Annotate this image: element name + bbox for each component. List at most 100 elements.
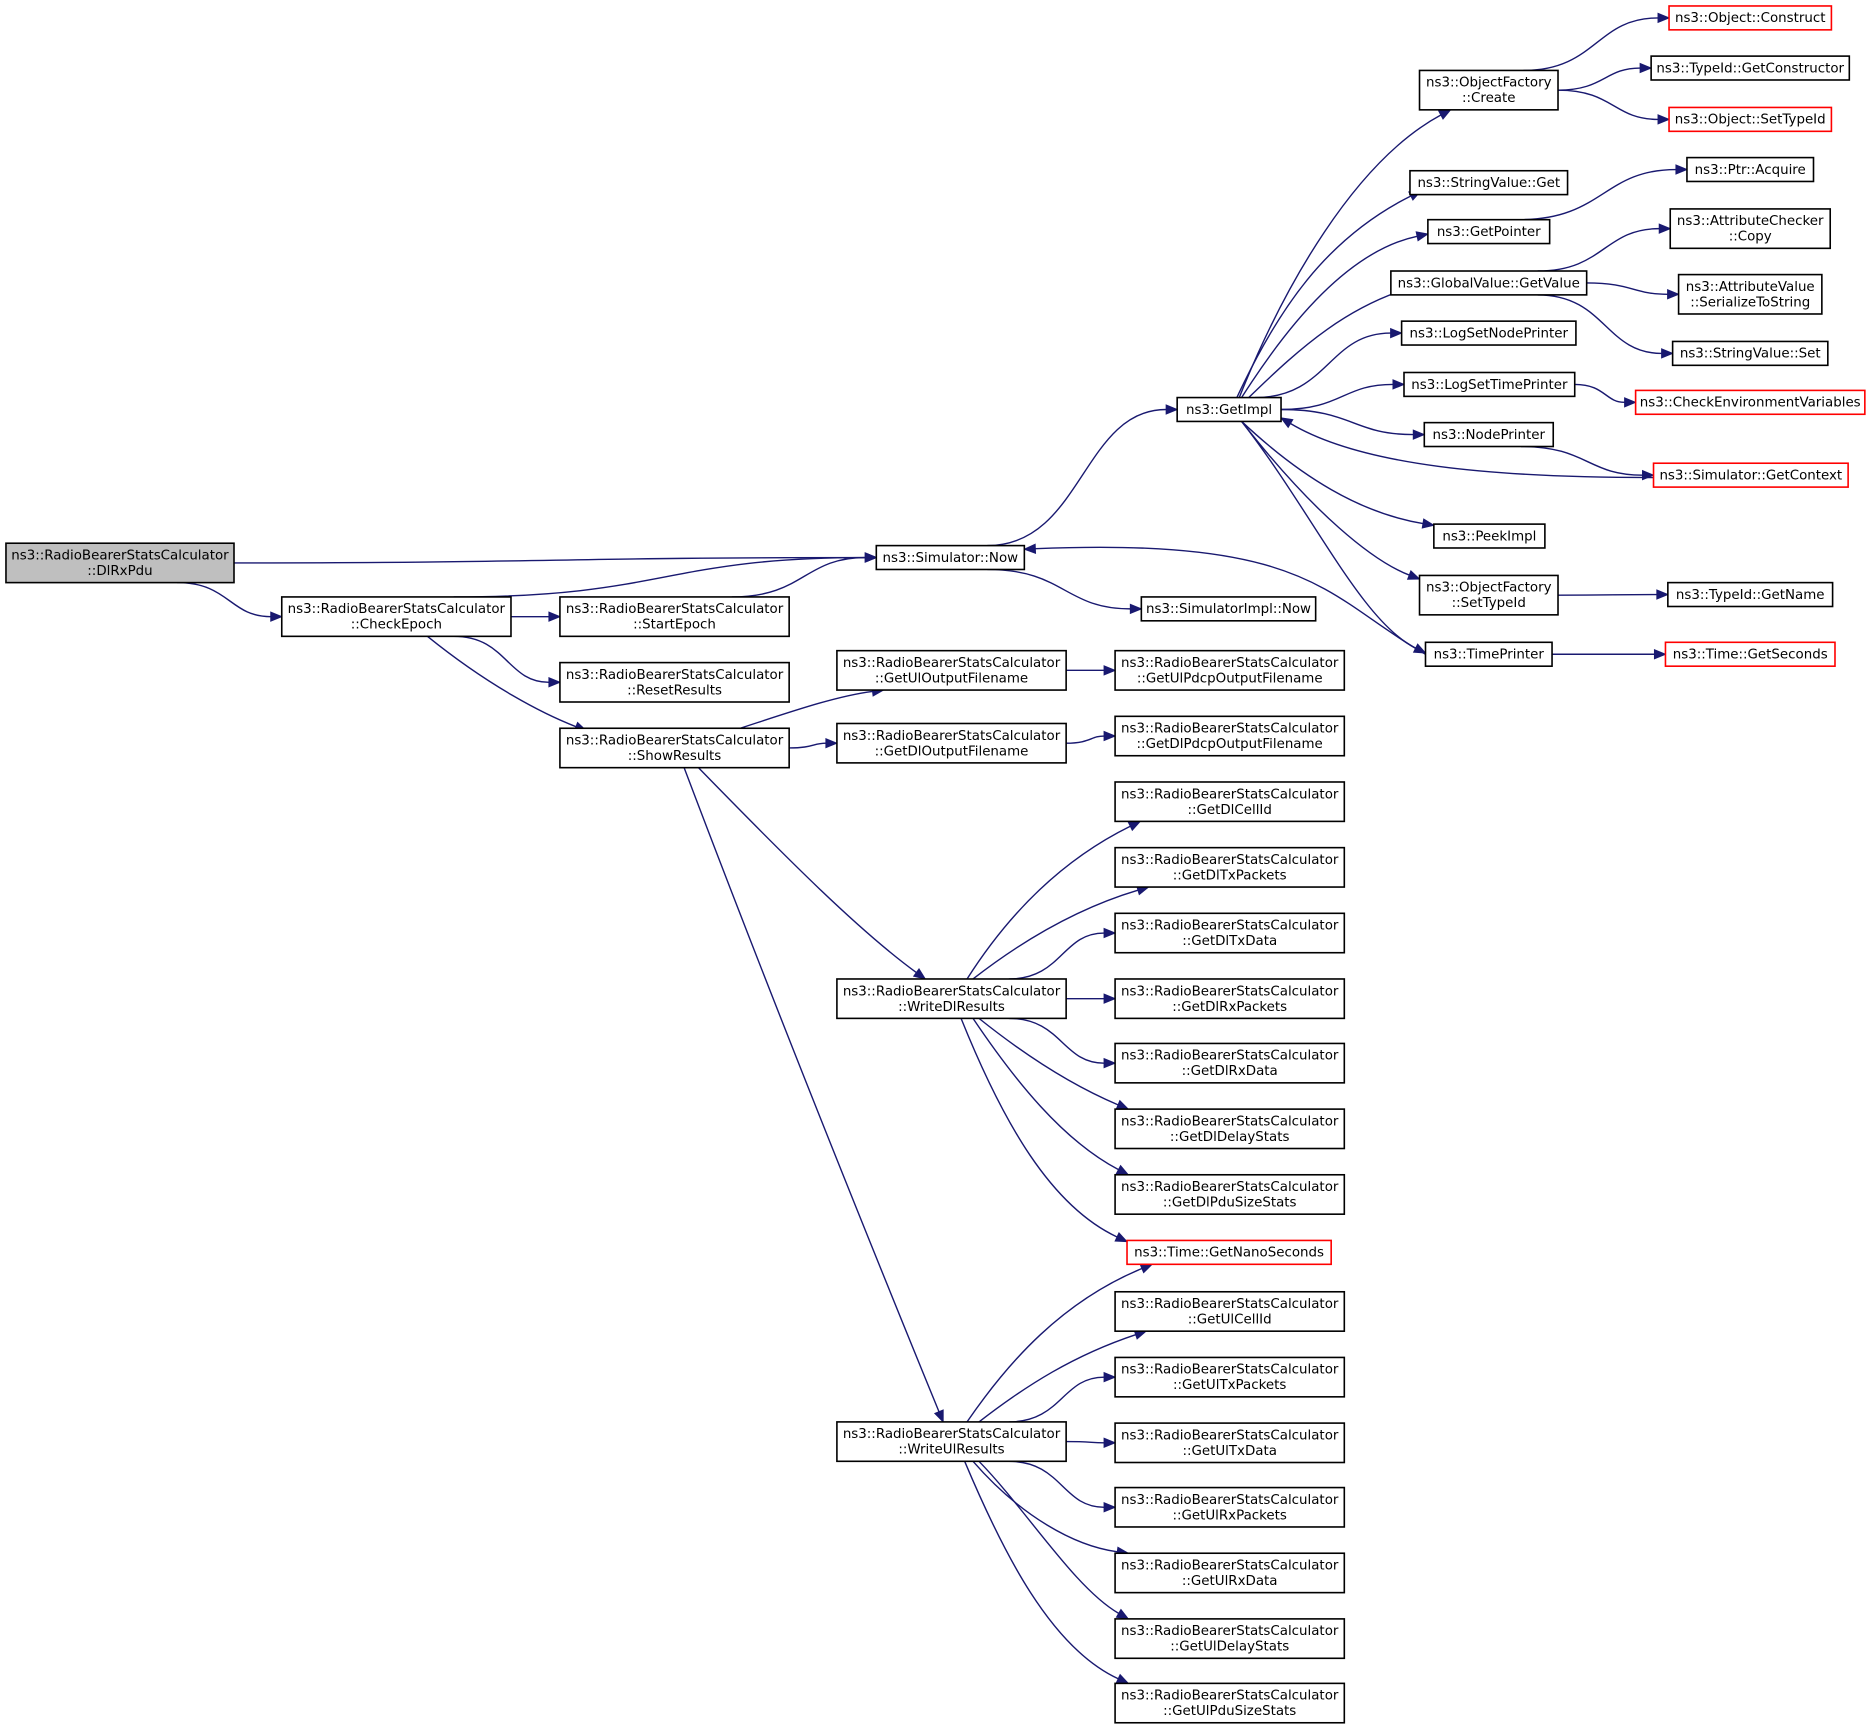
node-getdlpdcpoutputfilename[interactable]: ns3::RadioBearerStatsCalculator::GetDlPd…: [1114, 715, 1346, 757]
node-label-getdlpdcpoutputfilename-1: ::GetDlPdcpOutputFilename: [1137, 737, 1323, 752]
node-checkepoch[interactable]: ns3::RadioBearerStatsCalculator::CheckEp…: [280, 596, 512, 638]
call-edge-showresults-to-getdloutputfilename: [789, 742, 826, 749]
node-box-startepoch: [559, 596, 790, 638]
node-getdlrxdata[interactable]: ns3::RadioBearerStatsCalculator::GetDlRx…: [1114, 1042, 1346, 1084]
node-peekimpl[interactable]: ns3::PeekImpl: [1433, 523, 1546, 549]
node-writeulresults[interactable]: ns3::RadioBearerStatsCalculator::WriteUl…: [836, 1421, 1067, 1463]
node-getulpdusizestats[interactable]: ns3::RadioBearerStatsCalculator::GetUlPd…: [1114, 1682, 1346, 1724]
call-edge-writeulresults-to-getultxpackets: [1008, 1376, 1105, 1423]
node-getuloutputfilename[interactable]: ns3::RadioBearerStatsCalculator::GetUlOu…: [836, 649, 1067, 691]
node-box-timeprinter: [1424, 641, 1553, 667]
arrowhead-of_create-to-obj_settypeid: [1657, 114, 1671, 125]
node-label-writedlresults-1: ::WriteDlResults: [898, 1000, 1005, 1015]
node-label-getuldelaystats-1: ::GetUlDelayStats: [1170, 1640, 1289, 1655]
node-getpointer[interactable]: ns3::GetPointer: [1427, 218, 1551, 245]
node-getdltxpackets[interactable]: ns3::RadioBearerStatsCalculator::GetDlTx…: [1114, 846, 1346, 888]
arrowhead-sim_getcontext-to-getimpl: [1279, 417, 1294, 429]
arrowhead-showresults-to-writedlresults: [912, 967, 927, 980]
node-box-getulpdcpoutputfilename: [1114, 649, 1346, 691]
node-getulrxpackets[interactable]: ns3::RadioBearerStatsCalculator::GetUlRx…: [1114, 1486, 1346, 1528]
node-time_getnanoseconds[interactable]: ns3::Time::GetNanoSeconds: [1126, 1239, 1332, 1266]
node-label-of_create-0: ns3::ObjectFactory: [1426, 76, 1552, 91]
node-label-of_settypeid-1: ::SetTypeId: [1452, 596, 1526, 611]
node-box-getulpdusizestats: [1114, 1682, 1346, 1724]
node-box-attrvalue_serialize: [1677, 273, 1823, 315]
node-label-typeid_getconstructor-0: ns3::TypeId::GetConstructor: [1656, 61, 1844, 76]
node-label-writeulresults-1: ::WriteUlResults: [898, 1443, 1004, 1458]
node-startepoch[interactable]: ns3::RadioBearerStatsCalculator::StartEp…: [559, 596, 790, 638]
node-box-nodeprinter: [1423, 421, 1555, 448]
node-label-getulcellid-1: ::GetUlCellId: [1188, 1313, 1272, 1328]
arrowhead-getimpl-to-of_create: [1437, 109, 1452, 120]
call-edge-of_create-to-obj_settypeid: [1558, 89, 1659, 121]
node-getdlrxpackets[interactable]: ns3::RadioBearerStatsCalculator::GetDlRx…: [1114, 978, 1346, 1020]
node-box-showresults: [559, 727, 790, 769]
node-getdlcellid[interactable]: ns3::RadioBearerStatsCalculator::GetDlCe…: [1114, 781, 1346, 823]
node-of_settypeid[interactable]: ns3::ObjectFactory::SetTypeId: [1418, 574, 1559, 616]
node-stringvalue_set[interactable]: ns3::StringValue::Set: [1671, 340, 1829, 367]
node-label-getdlcellid-0: ns3::RadioBearerStatsCalculator: [1121, 787, 1339, 802]
node-label-logsetnodeprinter-0: ns3::LogSetNodePrinter: [1410, 326, 1569, 341]
node-attrchecker_copy[interactable]: ns3::AttributeChecker::Copy: [1669, 208, 1832, 250]
node-getulcellid[interactable]: ns3::RadioBearerStatsCalculator::GetUlCe…: [1114, 1290, 1346, 1332]
node-gv_getvalue[interactable]: ns3::GlobalValue::GetValue: [1390, 270, 1588, 296]
node-ptr_acquire[interactable]: ns3::Ptr::Acquire: [1686, 156, 1815, 183]
node-label-writeulresults-0: ns3::RadioBearerStatsCalculator: [843, 1427, 1061, 1442]
node-getdloutputfilename[interactable]: ns3::RadioBearerStatsCalculator::GetDlOu…: [836, 722, 1067, 764]
node-getdlpdusizestats[interactable]: ns3::RadioBearerStatsCalculator::GetDlPd…: [1114, 1173, 1346, 1215]
arrowhead-of_create-to-obj_construct: [1657, 12, 1671, 24]
arrowhead-getimpl-to-nodeprinter: [1412, 429, 1426, 440]
node-label-of_create-1: ::Create: [1462, 91, 1516, 106]
node-label-getdltxdata-1: ::GetDlTxData: [1182, 934, 1277, 949]
node-stringvalue_get[interactable]: ns3::StringValue::Get: [1409, 169, 1569, 196]
node-label-getulpdcpoutputfilename-1: ::GetUlPdcpOutputFilename: [1137, 671, 1323, 686]
node-nodeprinter[interactable]: ns3::NodePrinter: [1423, 421, 1555, 448]
node-box-checkepoch: [280, 596, 512, 638]
arrowhead-getpointer-to-ptr_acquire: [1675, 164, 1689, 175]
node-typeid_getconstructor[interactable]: ns3::TypeId::GetConstructor: [1650, 55, 1851, 81]
node-getultxpackets[interactable]: ns3::RadioBearerStatsCalculator::GetUlTx…: [1114, 1356, 1346, 1398]
node-box-getdlrxdata: [1114, 1042, 1346, 1084]
node-getultxdata[interactable]: ns3::RadioBearerStatsCalculator::GetUlTx…: [1114, 1422, 1346, 1464]
node-writedlresults[interactable]: ns3::RadioBearerStatsCalculator::WriteDl…: [836, 978, 1067, 1020]
node-sim_getcontext[interactable]: ns3::Simulator::GetContext: [1652, 462, 1849, 488]
call-edge-checkepoch-to-resetresults: [453, 635, 549, 684]
node-resetresults[interactable]: ns3::RadioBearerStatsCalculator::ResetRe…: [559, 661, 790, 703]
node-getulpdcpoutputfilename[interactable]: ns3::RadioBearerStatsCalculator::GetUlPd…: [1114, 649, 1346, 691]
node-dlrxpdu: ns3::RadioBearerStatsCalculator::DlRxPdu: [5, 542, 235, 584]
node-time_getseconds[interactable]: ns3::Time::GetSeconds: [1664, 641, 1836, 667]
node-label-getdlpdcpoutputfilename-0: ns3::RadioBearerStatsCalculator: [1121, 722, 1339, 737]
call-edge-getimpl-to-getpointer: [1241, 235, 1418, 398]
node-obj_construct[interactable]: ns3::Object::Construct: [1668, 5, 1833, 31]
node-typeid_getname[interactable]: ns3::TypeId::GetName: [1667, 581, 1834, 608]
node-checkenv[interactable]: ns3::CheckEnvironmentVariables: [1634, 389, 1866, 416]
node-of_create[interactable]: ns3::ObjectFactory::Create: [1418, 69, 1559, 111]
call-edge-showresults-to-writeulresults: [683, 767, 940, 1412]
node-attrvalue_serialize[interactable]: ns3::AttributeValue::SerializeToString: [1677, 273, 1823, 315]
node-label-resetresults-1: ::ResetResults: [627, 683, 722, 698]
node-box-obj_construct: [1668, 5, 1833, 31]
call-edge-of_settypeid-to-typeid_getname: [1558, 593, 1657, 596]
node-timeprinter[interactable]: ns3::TimePrinter: [1424, 641, 1553, 667]
node-getdltxdata[interactable]: ns3::RadioBearerStatsCalculator::GetDlTx…: [1114, 912, 1346, 954]
node-label-startepoch-1: ::StartEpoch: [633, 618, 716, 633]
node-box-getdlcellid: [1114, 781, 1346, 823]
arrowhead-writedlresults-to-getdltxdata: [1103, 927, 1117, 939]
node-label-getulrxpackets-0: ns3::RadioBearerStatsCalculator: [1121, 1493, 1339, 1508]
node-simimpl_now[interactable]: ns3::SimulatorImpl::Now: [1140, 596, 1317, 622]
node-label-timeprinter-0: ns3::TimePrinter: [1434, 648, 1545, 663]
call-edge-getimpl-to-logsettimeprinter: [1281, 383, 1394, 411]
node-getulrxdata[interactable]: ns3::RadioBearerStatsCalculator::GetUlRx…: [1114, 1552, 1346, 1594]
node-obj_settypeid[interactable]: ns3::Object::SetTypeId: [1668, 106, 1833, 133]
node-logsetnodeprinter[interactable]: ns3::LogSetNodePrinter: [1400, 320, 1577, 346]
node-label-getulpdcpoutputfilename-0: ns3::RadioBearerStatsCalculator: [1121, 656, 1339, 671]
call-edge-writedlresults-to-getdltxpackets: [972, 889, 1139, 980]
node-showresults[interactable]: ns3::RadioBearerStatsCalculator::ShowRes…: [559, 727, 790, 769]
node-getdldelaystats[interactable]: ns3::RadioBearerStatsCalculator::GetDlDe…: [1114, 1108, 1346, 1150]
node-getimpl[interactable]: ns3::GetImpl: [1176, 396, 1282, 423]
node-getuldelaystats[interactable]: ns3::RadioBearerStatsCalculator::GetUlDe…: [1114, 1618, 1346, 1660]
node-sim_now[interactable]: ns3::Simulator::Now: [875, 544, 1026, 571]
node-box-getulrxdata: [1114, 1552, 1346, 1594]
node-logsettimeprinter[interactable]: ns3::LogSetTimePrinter: [1403, 371, 1576, 398]
node-label-getultxpackets-0: ns3::RadioBearerStatsCalculator: [1121, 1363, 1339, 1378]
